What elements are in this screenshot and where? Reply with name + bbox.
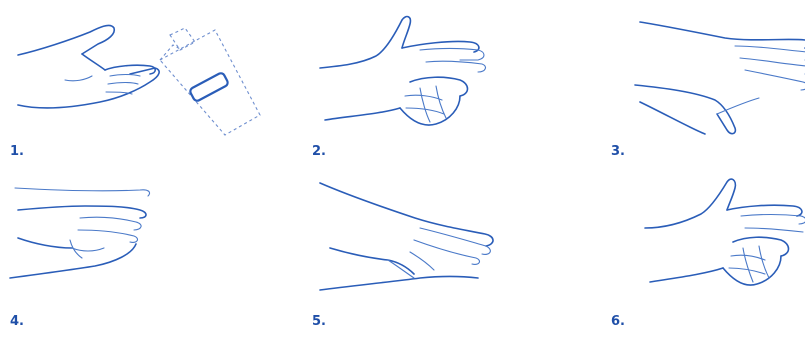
step-1-label: 1.: [10, 144, 24, 159]
step-3-panel: 3.: [605, 10, 805, 175]
step-1-illustration: [10, 10, 270, 175]
step-4-panel: 4.: [10, 178, 270, 343]
step-2-panel: 2.: [310, 10, 570, 175]
step-1-panel: 1.: [10, 10, 270, 175]
step-5-illustration: [310, 178, 570, 343]
step-4-illustration: [10, 178, 270, 343]
step-3-illustration: [605, 10, 805, 175]
step-2-illustration: [310, 10, 570, 175]
step-2-label: 2.: [312, 144, 326, 159]
step-6-illustration: [605, 178, 805, 343]
step-5-panel: 5.: [310, 178, 570, 343]
step-4-label: 4.: [10, 314, 24, 329]
step-3-label: 3.: [611, 144, 625, 159]
step-6-label: 6.: [611, 314, 625, 329]
step-6-panel: 6.: [605, 178, 805, 343]
step-5-label: 5.: [312, 314, 326, 329]
